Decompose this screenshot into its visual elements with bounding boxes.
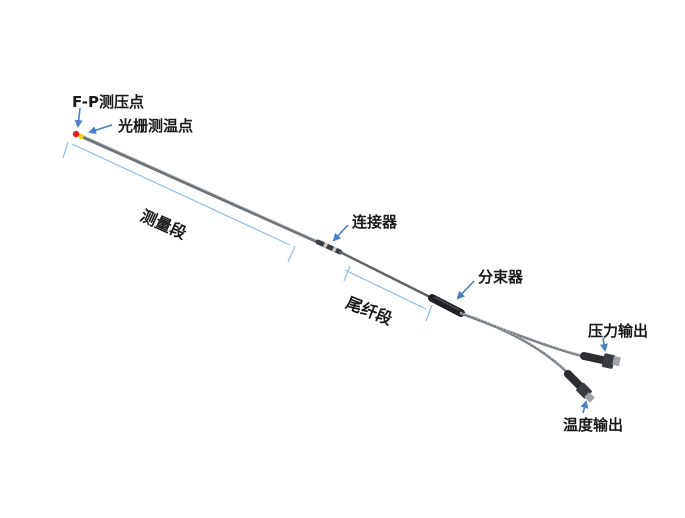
measure-rod-highlight — [79, 133, 323, 243]
connector-arrow — [332, 224, 349, 242]
temperature-output-arrow — [580, 400, 589, 414]
splitter-label: 分束器 — [478, 268, 524, 286]
measure-section-dimension — [62, 141, 296, 263]
connector-body — [315, 239, 343, 255]
temperature-output-label: 温度输出 — [563, 416, 624, 434]
splitter-arrow — [456, 280, 475, 300]
connector-label: 连接器 — [352, 213, 398, 231]
temperature-fiber-highlight — [459, 311, 571, 375]
grating-point-label: 光栅测温点 — [118, 117, 194, 135]
pressure-output-arrow — [600, 337, 608, 352]
fp-point-label: F-P测压点 — [72, 93, 145, 111]
grating-sensor-tip — [78, 133, 84, 140]
tail-section-dimension — [343, 265, 433, 322]
pressure-output-label: 压力输出 — [588, 322, 649, 340]
fp-arrow — [74, 107, 83, 128]
splitter-body — [428, 294, 465, 317]
grating-arrow — [88, 124, 113, 134]
temperature-fiber — [459, 311, 571, 376]
tail-fiber — [338, 250, 438, 302]
fp-sensor-tip — [72, 130, 80, 138]
temperature-output-connector — [564, 370, 595, 403]
measure-rod — [76, 133, 324, 246]
pressure-output-connector — [580, 352, 621, 369]
